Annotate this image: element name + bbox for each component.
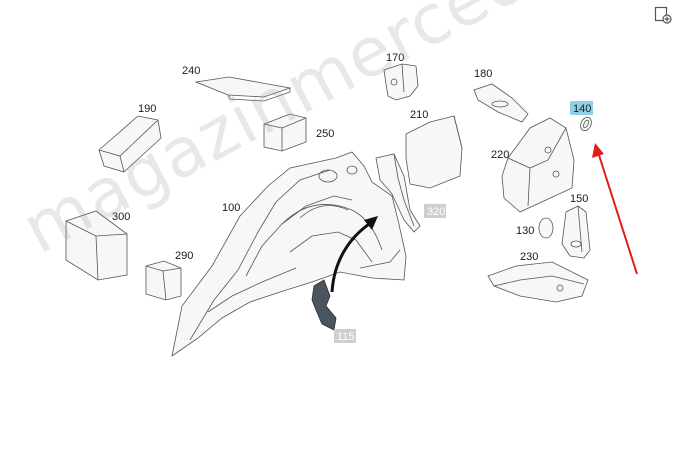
- part-300-shape[interactable]: [65, 210, 128, 281]
- part-100-shape[interactable]: [171, 151, 407, 357]
- part-label-130: 130: [516, 225, 534, 237]
- part-230-shape[interactable]: [487, 261, 589, 303]
- part-label-250: 250: [316, 128, 334, 140]
- part-tag-115[interactable]: 115: [334, 329, 356, 343]
- part-180-shape[interactable]: [473, 83, 529, 123]
- part-220-shape[interactable]: [501, 117, 575, 213]
- part-label-240: 240: [182, 65, 200, 77]
- part-130-shape[interactable]: [538, 217, 554, 239]
- part-150-shape[interactable]: [561, 205, 591, 259]
- part-240-shape[interactable]: [194, 76, 292, 102]
- part-label-180: 180: [474, 68, 492, 80]
- part-115-shape[interactable]: [311, 279, 337, 331]
- part-label-100: 100: [222, 202, 240, 214]
- part-210-shape[interactable]: [405, 115, 463, 189]
- part-tag-320[interactable]: 320: [424, 204, 446, 218]
- part-140-shape[interactable]: [579, 116, 594, 133]
- part-tag-140[interactable]: 140: [570, 101, 593, 115]
- part-label-115: 115: [337, 331, 355, 343]
- part-label-140: 140: [573, 103, 591, 115]
- part-label-170: 170: [386, 52, 404, 64]
- part-170-shape[interactable]: [383, 63, 419, 101]
- highlight-arrow: [592, 143, 638, 275]
- part-label-320: 320: [427, 206, 445, 218]
- document-settings-icon[interactable]: [654, 6, 672, 24]
- part-290-shape[interactable]: [145, 260, 182, 301]
- part-label-190: 190: [138, 103, 156, 115]
- part-label-210: 210: [410, 109, 428, 121]
- part-label-230: 230: [520, 251, 538, 263]
- assembly-arrow: [330, 216, 378, 293]
- part-190-shape[interactable]: [98, 115, 162, 173]
- part-label-300: 300: [112, 211, 130, 223]
- part-250-shape[interactable]: [263, 113, 307, 152]
- part-320-shape[interactable]: [375, 153, 421, 233]
- part-label-290: 290: [175, 250, 193, 262]
- part-label-220: 220: [491, 149, 509, 161]
- part-label-150: 150: [570, 193, 588, 205]
